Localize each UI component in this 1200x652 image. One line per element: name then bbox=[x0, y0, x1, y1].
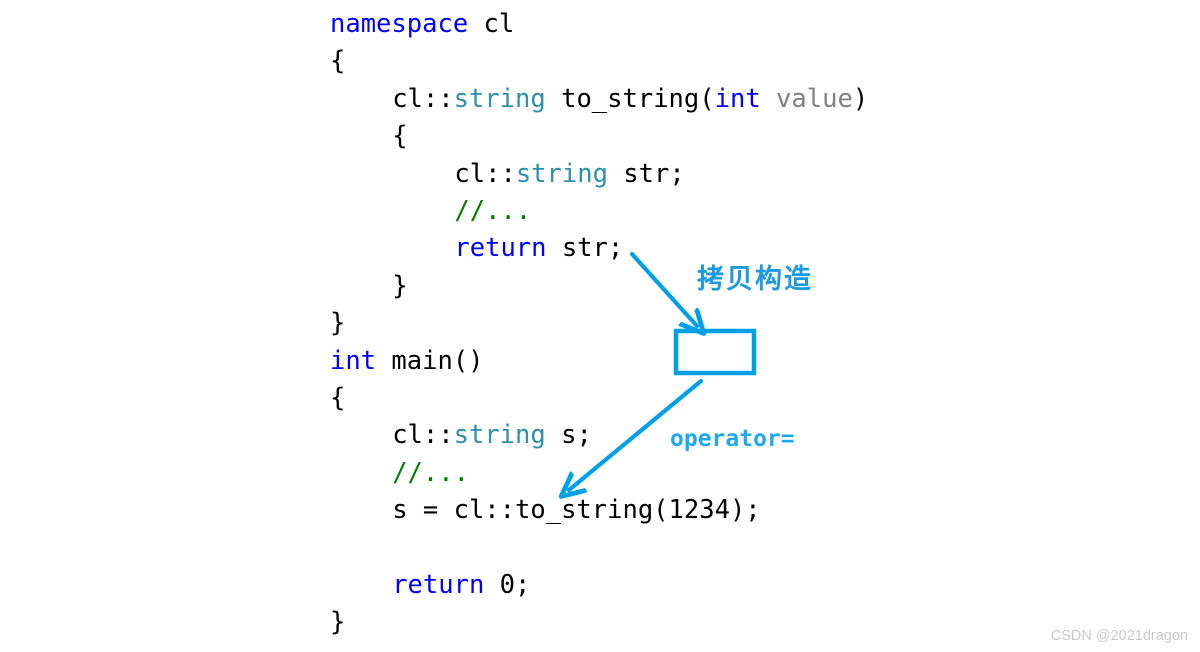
code-token: return bbox=[392, 569, 485, 600]
code-token: string bbox=[515, 158, 608, 189]
code-line: cl::string str; bbox=[330, 156, 970, 193]
code-token: { bbox=[330, 382, 346, 413]
code-line bbox=[330, 529, 970, 566]
code-line: } bbox=[330, 305, 970, 342]
code-token: //... bbox=[392, 457, 469, 488]
csdn-watermark: CSDN @2021dragon bbox=[1050, 628, 1188, 644]
code-token: main() bbox=[376, 345, 484, 376]
code-token: int bbox=[714, 83, 761, 114]
code-token: string bbox=[453, 420, 546, 451]
code-token: { bbox=[330, 46, 346, 77]
code-token: { bbox=[392, 121, 408, 152]
code-line: return str; bbox=[330, 230, 970, 267]
code-token: s; bbox=[545, 420, 592, 451]
code-line: { bbox=[330, 380, 970, 417]
code-token: cl bbox=[468, 9, 515, 39]
code-token: cl:: bbox=[392, 83, 454, 114]
code-token: cl:: bbox=[454, 158, 516, 189]
code-token: 0; bbox=[484, 569, 531, 600]
code-token: namespace bbox=[330, 9, 469, 39]
code-token: cl:: bbox=[392, 420, 454, 451]
code-line: { bbox=[330, 118, 970, 155]
code-token: to_string( bbox=[545, 83, 715, 114]
code-line: s = cl::to_string(1234); bbox=[330, 492, 970, 529]
operator-assign-label: operator= bbox=[670, 426, 795, 452]
code-token: return bbox=[454, 233, 547, 264]
code-line: //... bbox=[330, 455, 970, 492]
code-line: } bbox=[330, 268, 970, 305]
code-token: int bbox=[330, 345, 377, 376]
code-token bbox=[761, 84, 776, 114]
code-line: cl::string to_string(int value) bbox=[330, 81, 970, 118]
code-line: //... bbox=[330, 193, 970, 230]
code-line: namespace cl bbox=[330, 6, 970, 43]
code-line: return 0; bbox=[330, 567, 970, 604]
code-token: s = cl::to_string(1234); bbox=[392, 495, 761, 526]
code-token: //... bbox=[454, 195, 532, 226]
code-line: } bbox=[330, 604, 970, 641]
code-line: { bbox=[330, 43, 970, 80]
code-token: } bbox=[392, 270, 408, 301]
code-token: string bbox=[453, 83, 546, 114]
code-token: value bbox=[776, 83, 853, 114]
code-line: cl::string s; bbox=[330, 417, 970, 454]
code-token: } bbox=[330, 308, 346, 339]
copy-ctor-label: 拷贝构造 bbox=[697, 264, 813, 295]
code-line: int main() bbox=[330, 343, 970, 380]
code-token: ) bbox=[852, 83, 869, 114]
code-token: str; bbox=[546, 233, 624, 264]
code-block: namespace cl{cl::string to_string(int va… bbox=[330, 6, 970, 642]
code-token: } bbox=[330, 607, 346, 638]
code-token: str; bbox=[607, 158, 685, 189]
